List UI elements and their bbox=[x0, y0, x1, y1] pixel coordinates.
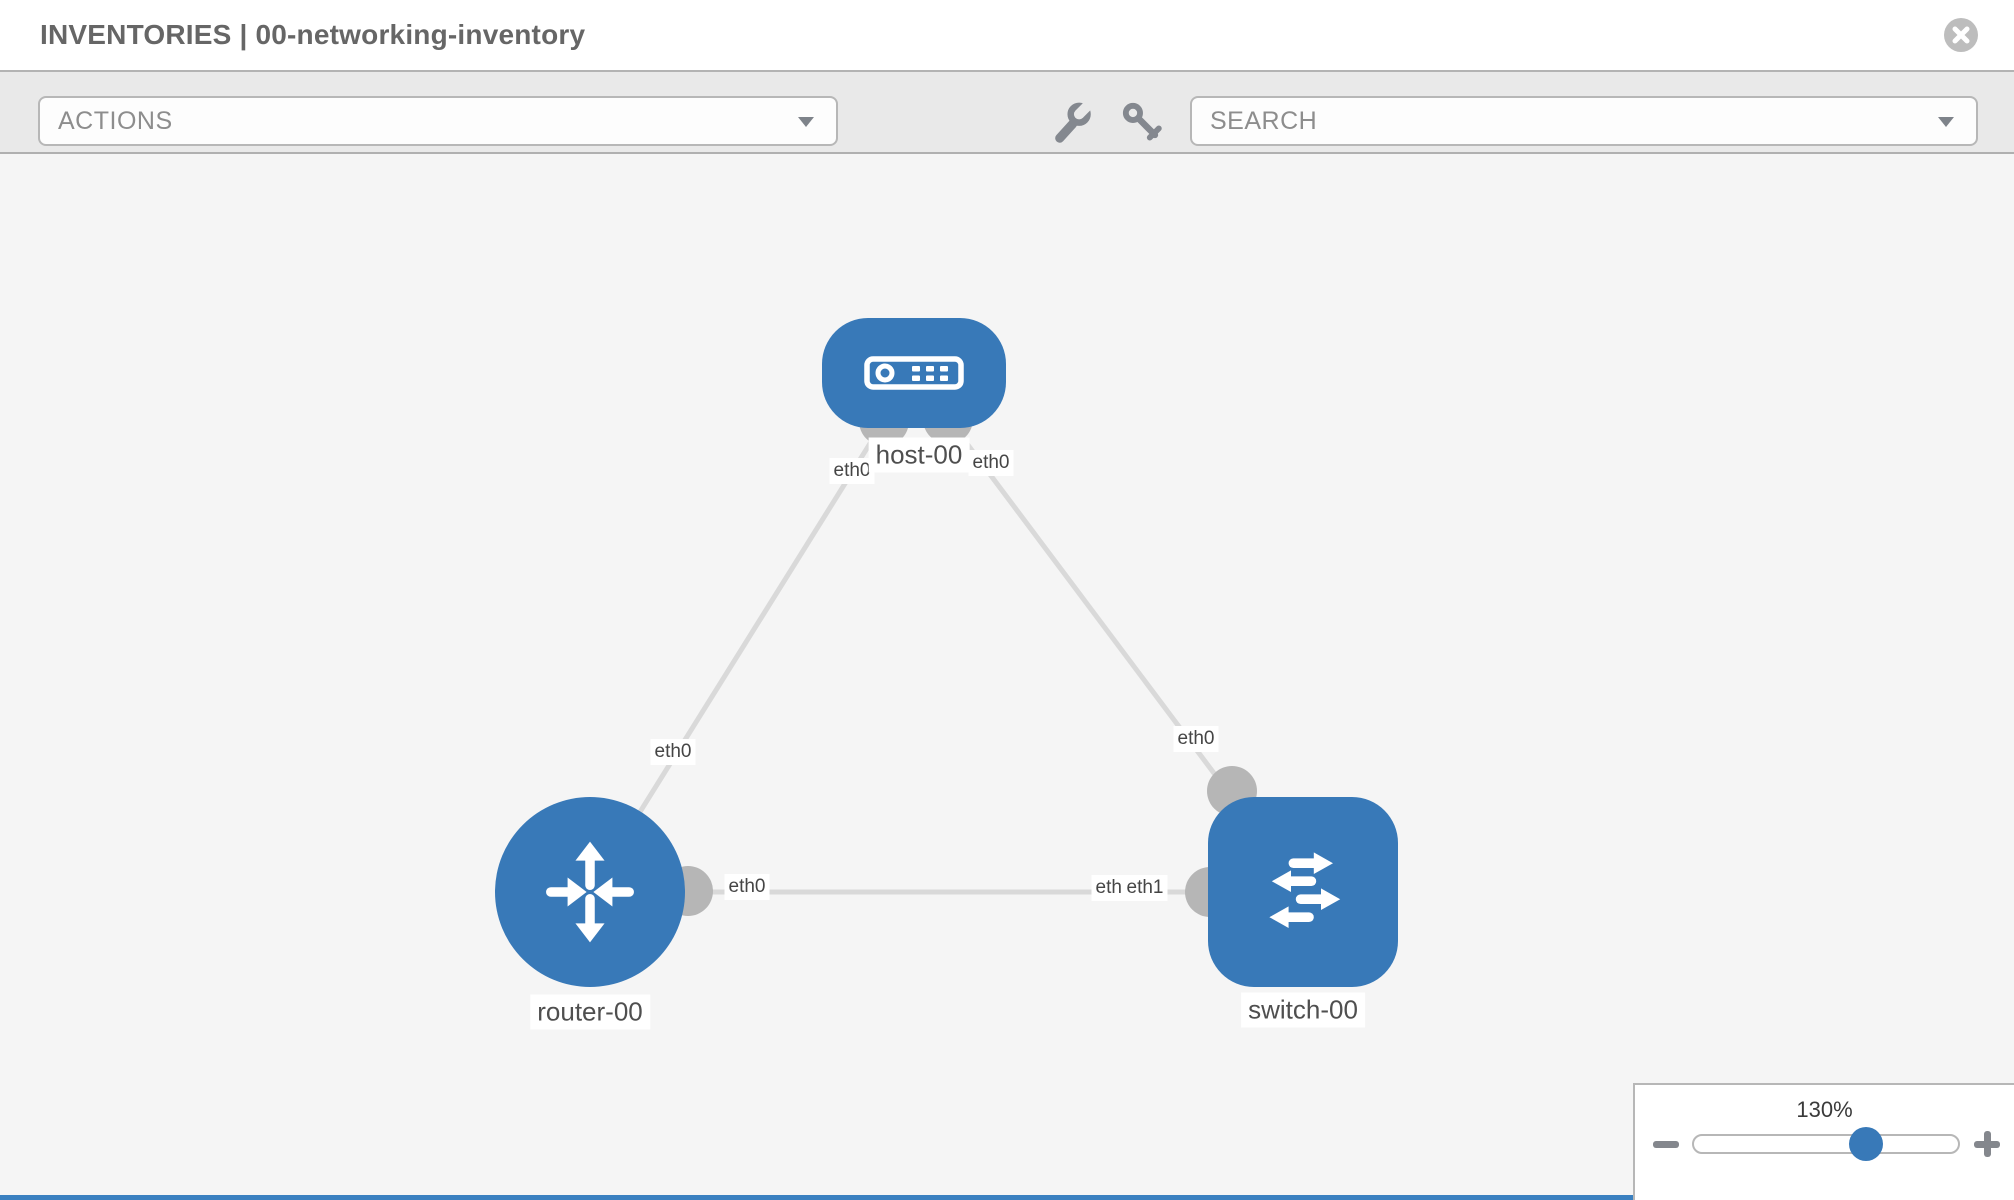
search-placeholder: SEARCH bbox=[1210, 107, 1318, 135]
zoom-level: 130% bbox=[1796, 1097, 1853, 1122]
node-label-host-00: host-00 bbox=[868, 437, 970, 473]
zoom-slider[interactable] bbox=[1692, 1127, 1960, 1161]
router-icon bbox=[546, 841, 634, 943]
interface-label: eth0 bbox=[724, 874, 770, 900]
chevron-down-icon bbox=[798, 117, 814, 127]
node-label-router-00: router-00 bbox=[530, 994, 650, 1030]
plus-icon bbox=[1983, 1131, 1991, 1157]
key-icon bbox=[1122, 102, 1162, 141]
page-title: INVENTORIES | 00-networking-inventory bbox=[40, 19, 586, 50]
switch-icon bbox=[1269, 852, 1341, 928]
close-button[interactable] bbox=[1944, 18, 1978, 52]
close-icon bbox=[1944, 18, 1978, 52]
footer-accent-bar bbox=[0, 1195, 1633, 1200]
chevron-down-icon bbox=[1938, 117, 1954, 127]
configure-button[interactable] bbox=[1050, 98, 1096, 144]
search-dropdown[interactable]: SEARCH bbox=[1190, 96, 1978, 146]
node-label-switch-00: switch-00 bbox=[1241, 992, 1365, 1028]
credentials-button[interactable] bbox=[1120, 100, 1164, 144]
node-switch-00[interactable] bbox=[1208, 797, 1398, 987]
toolbar: ACTIONS SEARCH bbox=[0, 70, 2014, 154]
wrench-icon bbox=[1055, 98, 1096, 143]
interface-label: eth0 bbox=[829, 458, 875, 484]
node-router-00[interactable] bbox=[495, 797, 685, 987]
host-icon bbox=[864, 356, 964, 390]
zoom-panel: 130% bbox=[1633, 1083, 2014, 1200]
actions-dropdown-label: ACTIONS bbox=[58, 107, 173, 135]
panel-header: INVENTORIES | 00-networking-inventory bbox=[0, 0, 2014, 70]
topology-links-layer bbox=[587, 371, 1306, 917]
interface-label: eth0 bbox=[968, 450, 1014, 476]
interface-label: eth0 bbox=[1173, 726, 1219, 752]
zoom-out-button[interactable] bbox=[1651, 1129, 1681, 1159]
topology-canvas[interactable]: eth0 eth0 eth0 eth0 eth0 eth0 eth1 host-… bbox=[0, 154, 2014, 1200]
node-host-00[interactable] bbox=[822, 318, 1006, 428]
interface-label: eth0 bbox=[650, 739, 696, 765]
zoom-in-button[interactable] bbox=[1972, 1129, 2002, 1159]
interface-label: eth1 bbox=[1122, 875, 1168, 901]
actions-dropdown[interactable]: ACTIONS bbox=[38, 96, 838, 146]
minus-icon bbox=[1653, 1141, 1679, 1148]
zoom-slider-handle[interactable] bbox=[1849, 1127, 1883, 1161]
